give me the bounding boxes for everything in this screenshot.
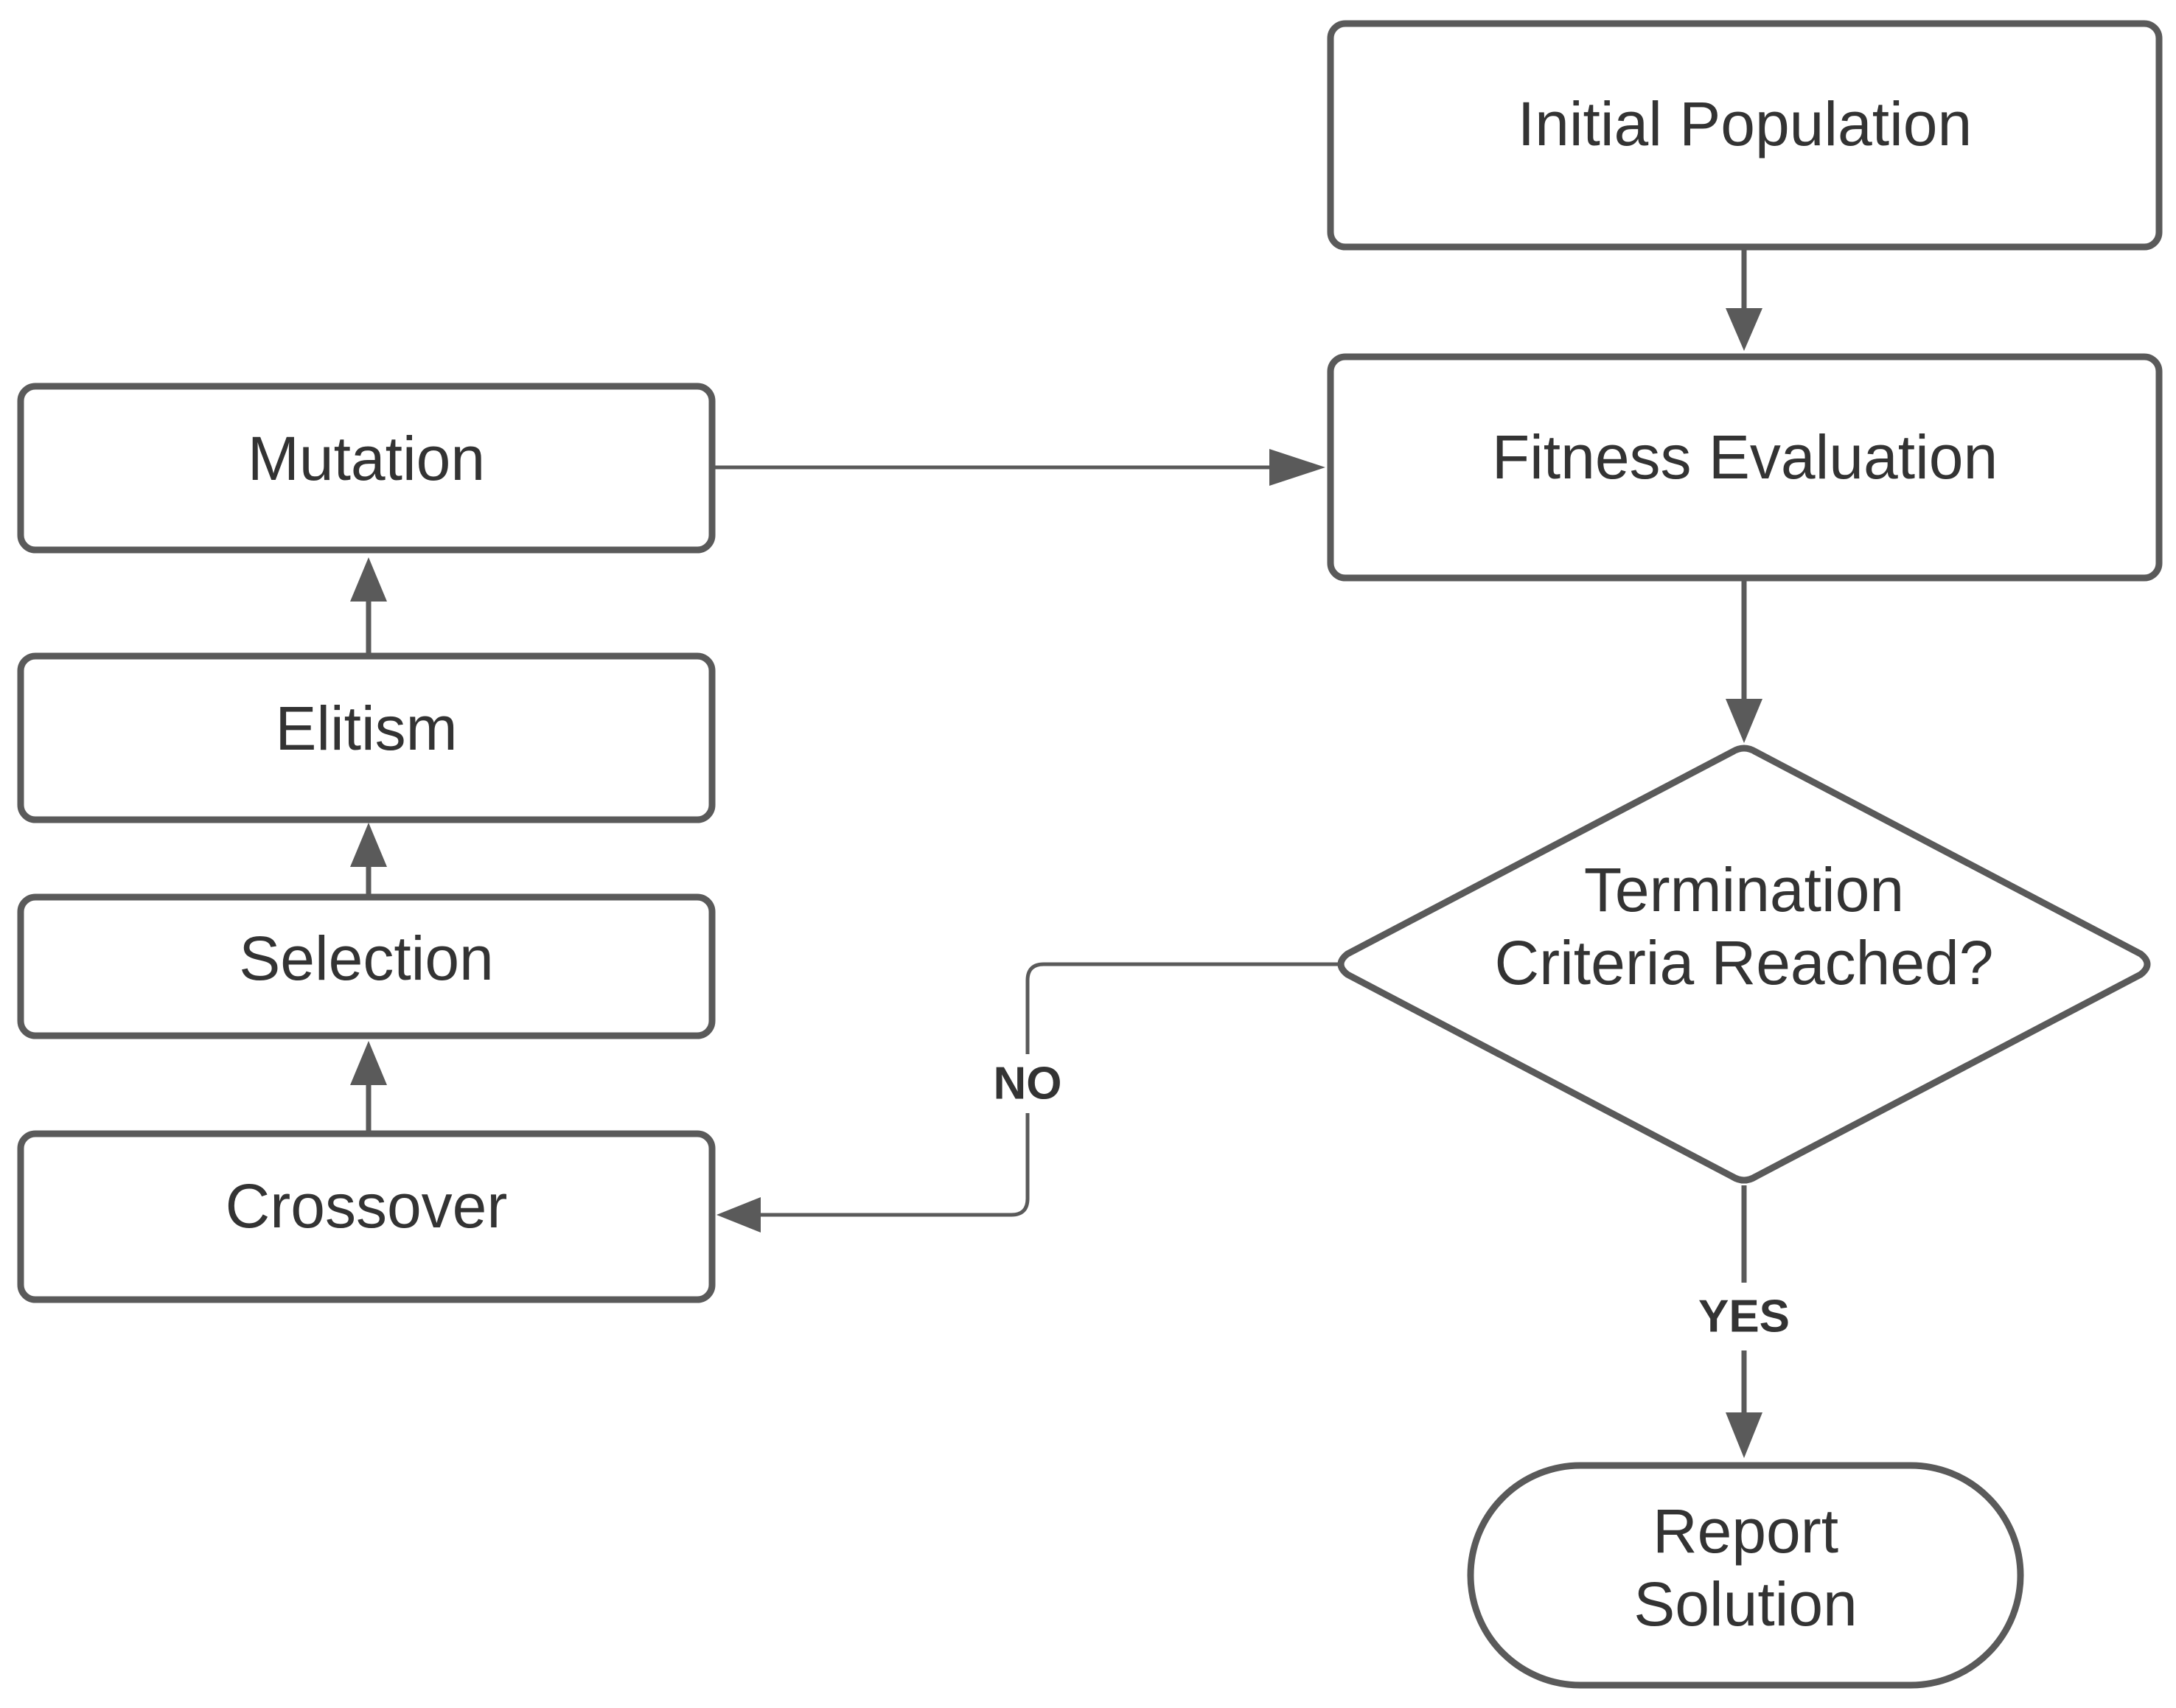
termination-label-line2: Criteria Reached? — [1494, 928, 1993, 997]
node-mutation: Mutation — [17, 383, 716, 554]
selection-label: Selection — [239, 924, 494, 993]
edge-termination-to-report — [1726, 1185, 1762, 1458]
edge-fitness-to-termination — [1726, 579, 1762, 743]
node-fitness-evaluation: Fitness Evaluation — [1327, 353, 2163, 582]
node-termination-decision: Termination Criteria Reached? — [1337, 745, 2151, 1184]
node-elitism: Elitism — [17, 652, 716, 823]
mutation-label: Mutation — [248, 424, 485, 493]
node-crossover: Crossover — [17, 1130, 716, 1303]
report-label-line2: Solution — [1633, 1569, 1858, 1639]
edge-termination-to-crossover — [716, 962, 1342, 1233]
fitness-evaluation-label: Fitness Evaluation — [1492, 422, 1998, 492]
termination-label-line1: Termination — [1584, 855, 1904, 924]
node-report-solution: Report Solution — [1467, 1462, 2024, 1689]
yes-label: YES — [1698, 1292, 1790, 1342]
edge-mutation-to-fitness — [712, 449, 1325, 486]
initial-population-label: Initial Population — [1518, 89, 1972, 158]
crossover-label: Crossover — [226, 1171, 508, 1241]
edge-elitism-to-mutation — [350, 557, 387, 654]
node-initial-population: Initial Population — [1327, 20, 2163, 251]
node-selection: Selection — [17, 893, 716, 1039]
edge-initial-to-fitness — [1726, 248, 1762, 351]
report-label-line1: Report — [1653, 1496, 1838, 1566]
no-label: NO — [994, 1059, 1062, 1109]
edge-crossover-to-selection — [350, 1041, 387, 1132]
edge-selection-to-elitism — [350, 823, 387, 894]
elitism-label: Elitism — [275, 694, 457, 763]
